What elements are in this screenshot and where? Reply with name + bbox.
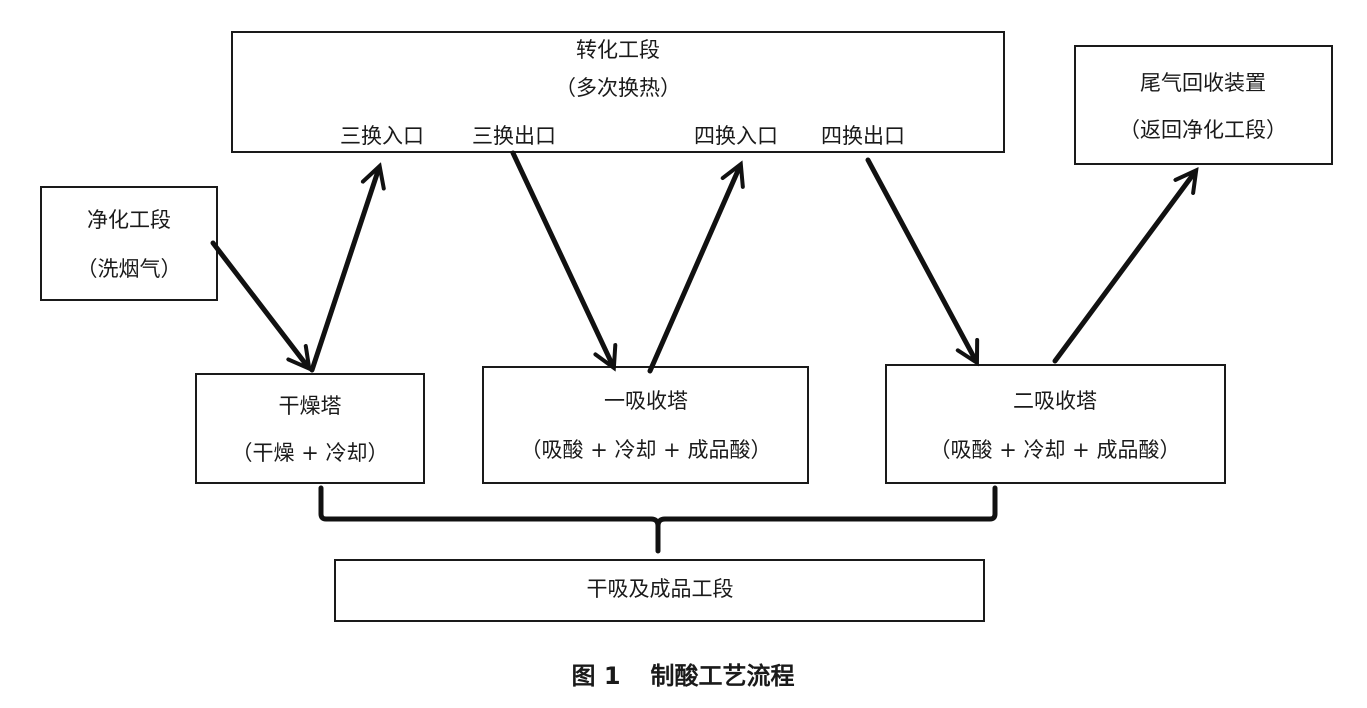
figure-caption: 图 1 制酸工艺流程 xyxy=(571,656,794,691)
arrow-absorber2-to-tail-gas xyxy=(1052,172,1195,364)
second-absorber-title: 二吸收塔 xyxy=(1013,389,1097,413)
second-absorber-subtitle: （吸酸 + 冷却 + 成品酸） xyxy=(929,438,1181,462)
purification-title: 净化工段 xyxy=(87,208,171,232)
third-exchange-outlet-label: 三换出口 xyxy=(472,124,556,148)
dry-absorption-section-box xyxy=(334,559,985,622)
conversion-section-box xyxy=(231,31,1005,153)
dry-absorption-section-title: 干吸及成品工段 xyxy=(586,577,734,601)
purification-section-box xyxy=(40,186,218,301)
bracket-connector xyxy=(318,485,998,554)
conversion-section-subtitle: （多次换热） xyxy=(555,76,681,100)
drying-tower-box xyxy=(195,373,425,484)
first-absorber-title: 一吸收塔 xyxy=(604,389,688,413)
fourth-exchange-inlet-label: 四换入口 xyxy=(694,124,778,148)
fourth-exchange-outlet-label: 四换出口 xyxy=(821,124,905,148)
first-absorber-box xyxy=(482,366,809,484)
arrow-fourth-outlet-to-absorber2 xyxy=(865,157,976,361)
purification-subtitle: （洗烟气） xyxy=(76,257,182,281)
arrow-absorber1-to-fourth-inlet xyxy=(647,166,740,374)
figure-caption-text: 制酸工艺流程 xyxy=(650,662,795,690)
conversion-section-title: 转化工段 xyxy=(576,38,660,62)
figure-number: 图 1 xyxy=(571,662,621,690)
second-absorber-box xyxy=(885,364,1226,484)
drying-tower-subtitle: （干燥 + 冷却） xyxy=(231,441,389,465)
tail-gas-subtitle: （返回净化工段） xyxy=(1119,118,1287,142)
tail-gas-recovery-box xyxy=(1074,45,1333,165)
arrow-drying-to-third-inlet xyxy=(309,168,379,373)
arrow-purification-to-drying xyxy=(210,240,308,367)
first-absorber-subtitle: （吸酸 + 冷却 + 成品酸） xyxy=(520,438,772,462)
third-exchange-inlet-label: 三换入口 xyxy=(340,124,424,148)
arrow-third-outlet-to-absorber1 xyxy=(510,150,613,366)
drying-tower-title: 干燥塔 xyxy=(278,394,342,418)
tail-gas-title: 尾气回收装置 xyxy=(1140,71,1266,95)
